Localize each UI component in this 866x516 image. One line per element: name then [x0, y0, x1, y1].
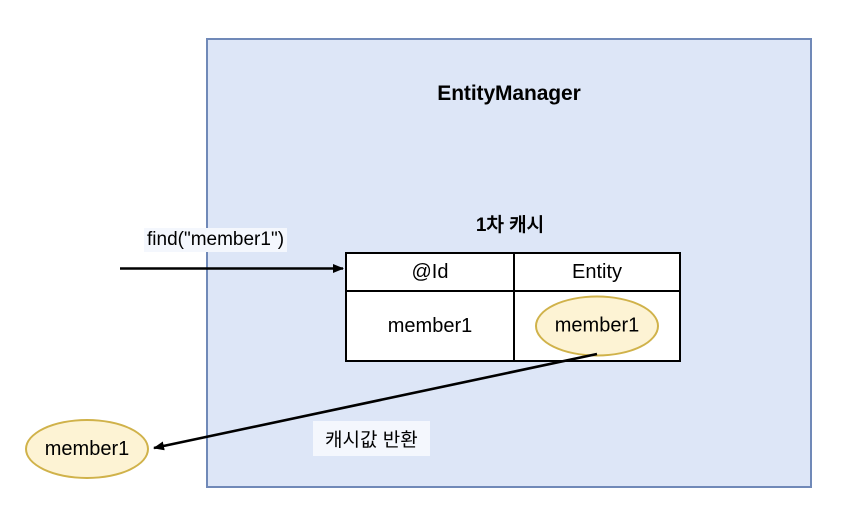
cell-entity-value: member1 [513, 290, 681, 362]
returned-entity-ellipse: member1 [25, 419, 149, 479]
cache-return-label: 캐시값 반환 [313, 421, 430, 456]
cell-id-value: member1 [345, 290, 515, 362]
first-level-cache-table: @Id Entity member1 member1 [345, 252, 681, 362]
table-header-row: @Id Entity [345, 252, 681, 292]
table-row: member1 member1 [345, 290, 681, 362]
column-header-id: @Id [345, 252, 515, 292]
entity-manager-title: EntityManager [437, 82, 581, 105]
cached-entity-ellipse: member1 [535, 295, 659, 357]
find-request-label: find("member1") [144, 228, 288, 252]
column-header-entity: Entity [513, 252, 681, 292]
first-level-cache-title: 1차 캐시 [475, 215, 545, 236]
